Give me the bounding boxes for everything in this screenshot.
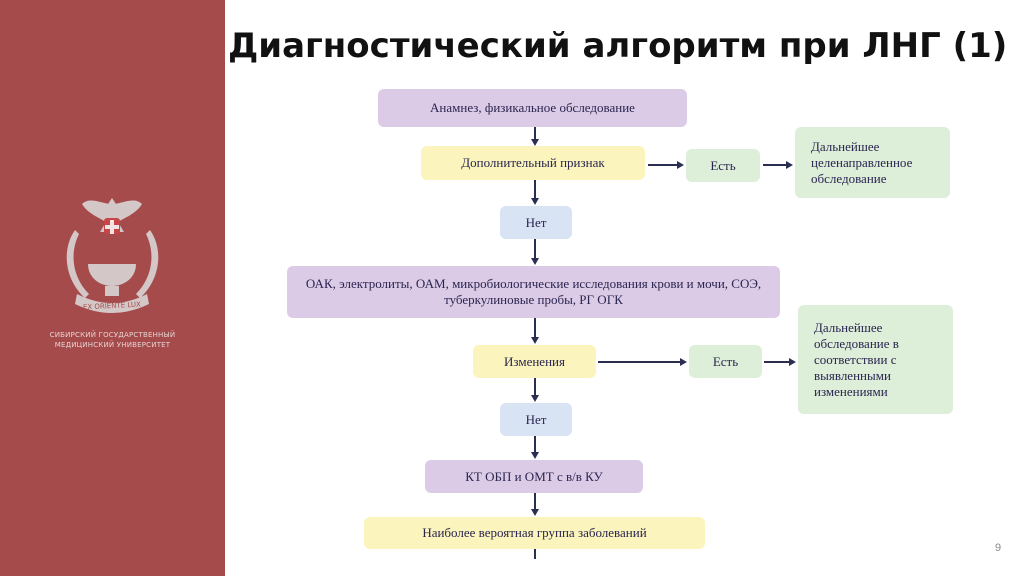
arrow-right-icon (789, 358, 796, 366)
arrow-down-icon (531, 337, 539, 344)
box-further-2: Дальнейшее обследование в соответствии с… (798, 305, 953, 414)
arrow-right-icon (786, 161, 793, 169)
university-logo: EX ORIENTE LUX (66, 198, 159, 313)
arrow-right-icon (677, 161, 684, 169)
box-anamnesis: Анамнез, физикальное обследование (378, 89, 687, 127)
arrow-down-icon (531, 198, 539, 205)
box-changes: Изменения (473, 345, 596, 378)
box-extra-sign: Дополнительный признак (421, 146, 645, 180)
arrow-down-icon (531, 509, 539, 516)
arrow-right-icon (680, 358, 687, 366)
sidebar: EX ORIENTE LUX СИБИРСКИЙ ГОСУДАРСТВЕННЫЙ… (0, 0, 225, 576)
arrow-down-icon (531, 258, 539, 265)
box-no-1: Нет (500, 206, 572, 239)
arrow-down-icon (531, 139, 539, 146)
arrow-down-icon (531, 395, 539, 402)
box-further-1: Дальнейшее целенаправленное обследование (795, 127, 950, 198)
slide-title: Диагностический алгоритм при ЛНГ (1) (228, 26, 1008, 66)
svg-text:EX ORIENTE LUX: EX ORIENTE LUX (83, 300, 141, 311)
university-name: СИБИРСКИЙ ГОСУДАРСТВЕННЫЙ МЕДИЦИНСКИЙ УН… (49, 331, 176, 349)
box-yes-1: Есть (686, 149, 760, 182)
box-yes-2: Есть (689, 345, 762, 378)
box-ct: КТ ОБП и ОМТ с в/в КУ (425, 460, 643, 493)
page-number: 9 (995, 542, 1002, 554)
box-tests: ОАК, электролиты, ОАМ, микробиологически… (287, 266, 780, 318)
box-probable-group: Наиболее вероятная группа заболеваний (364, 517, 705, 549)
arrow-down-icon (531, 452, 539, 459)
box-no-2: Нет (500, 403, 572, 436)
